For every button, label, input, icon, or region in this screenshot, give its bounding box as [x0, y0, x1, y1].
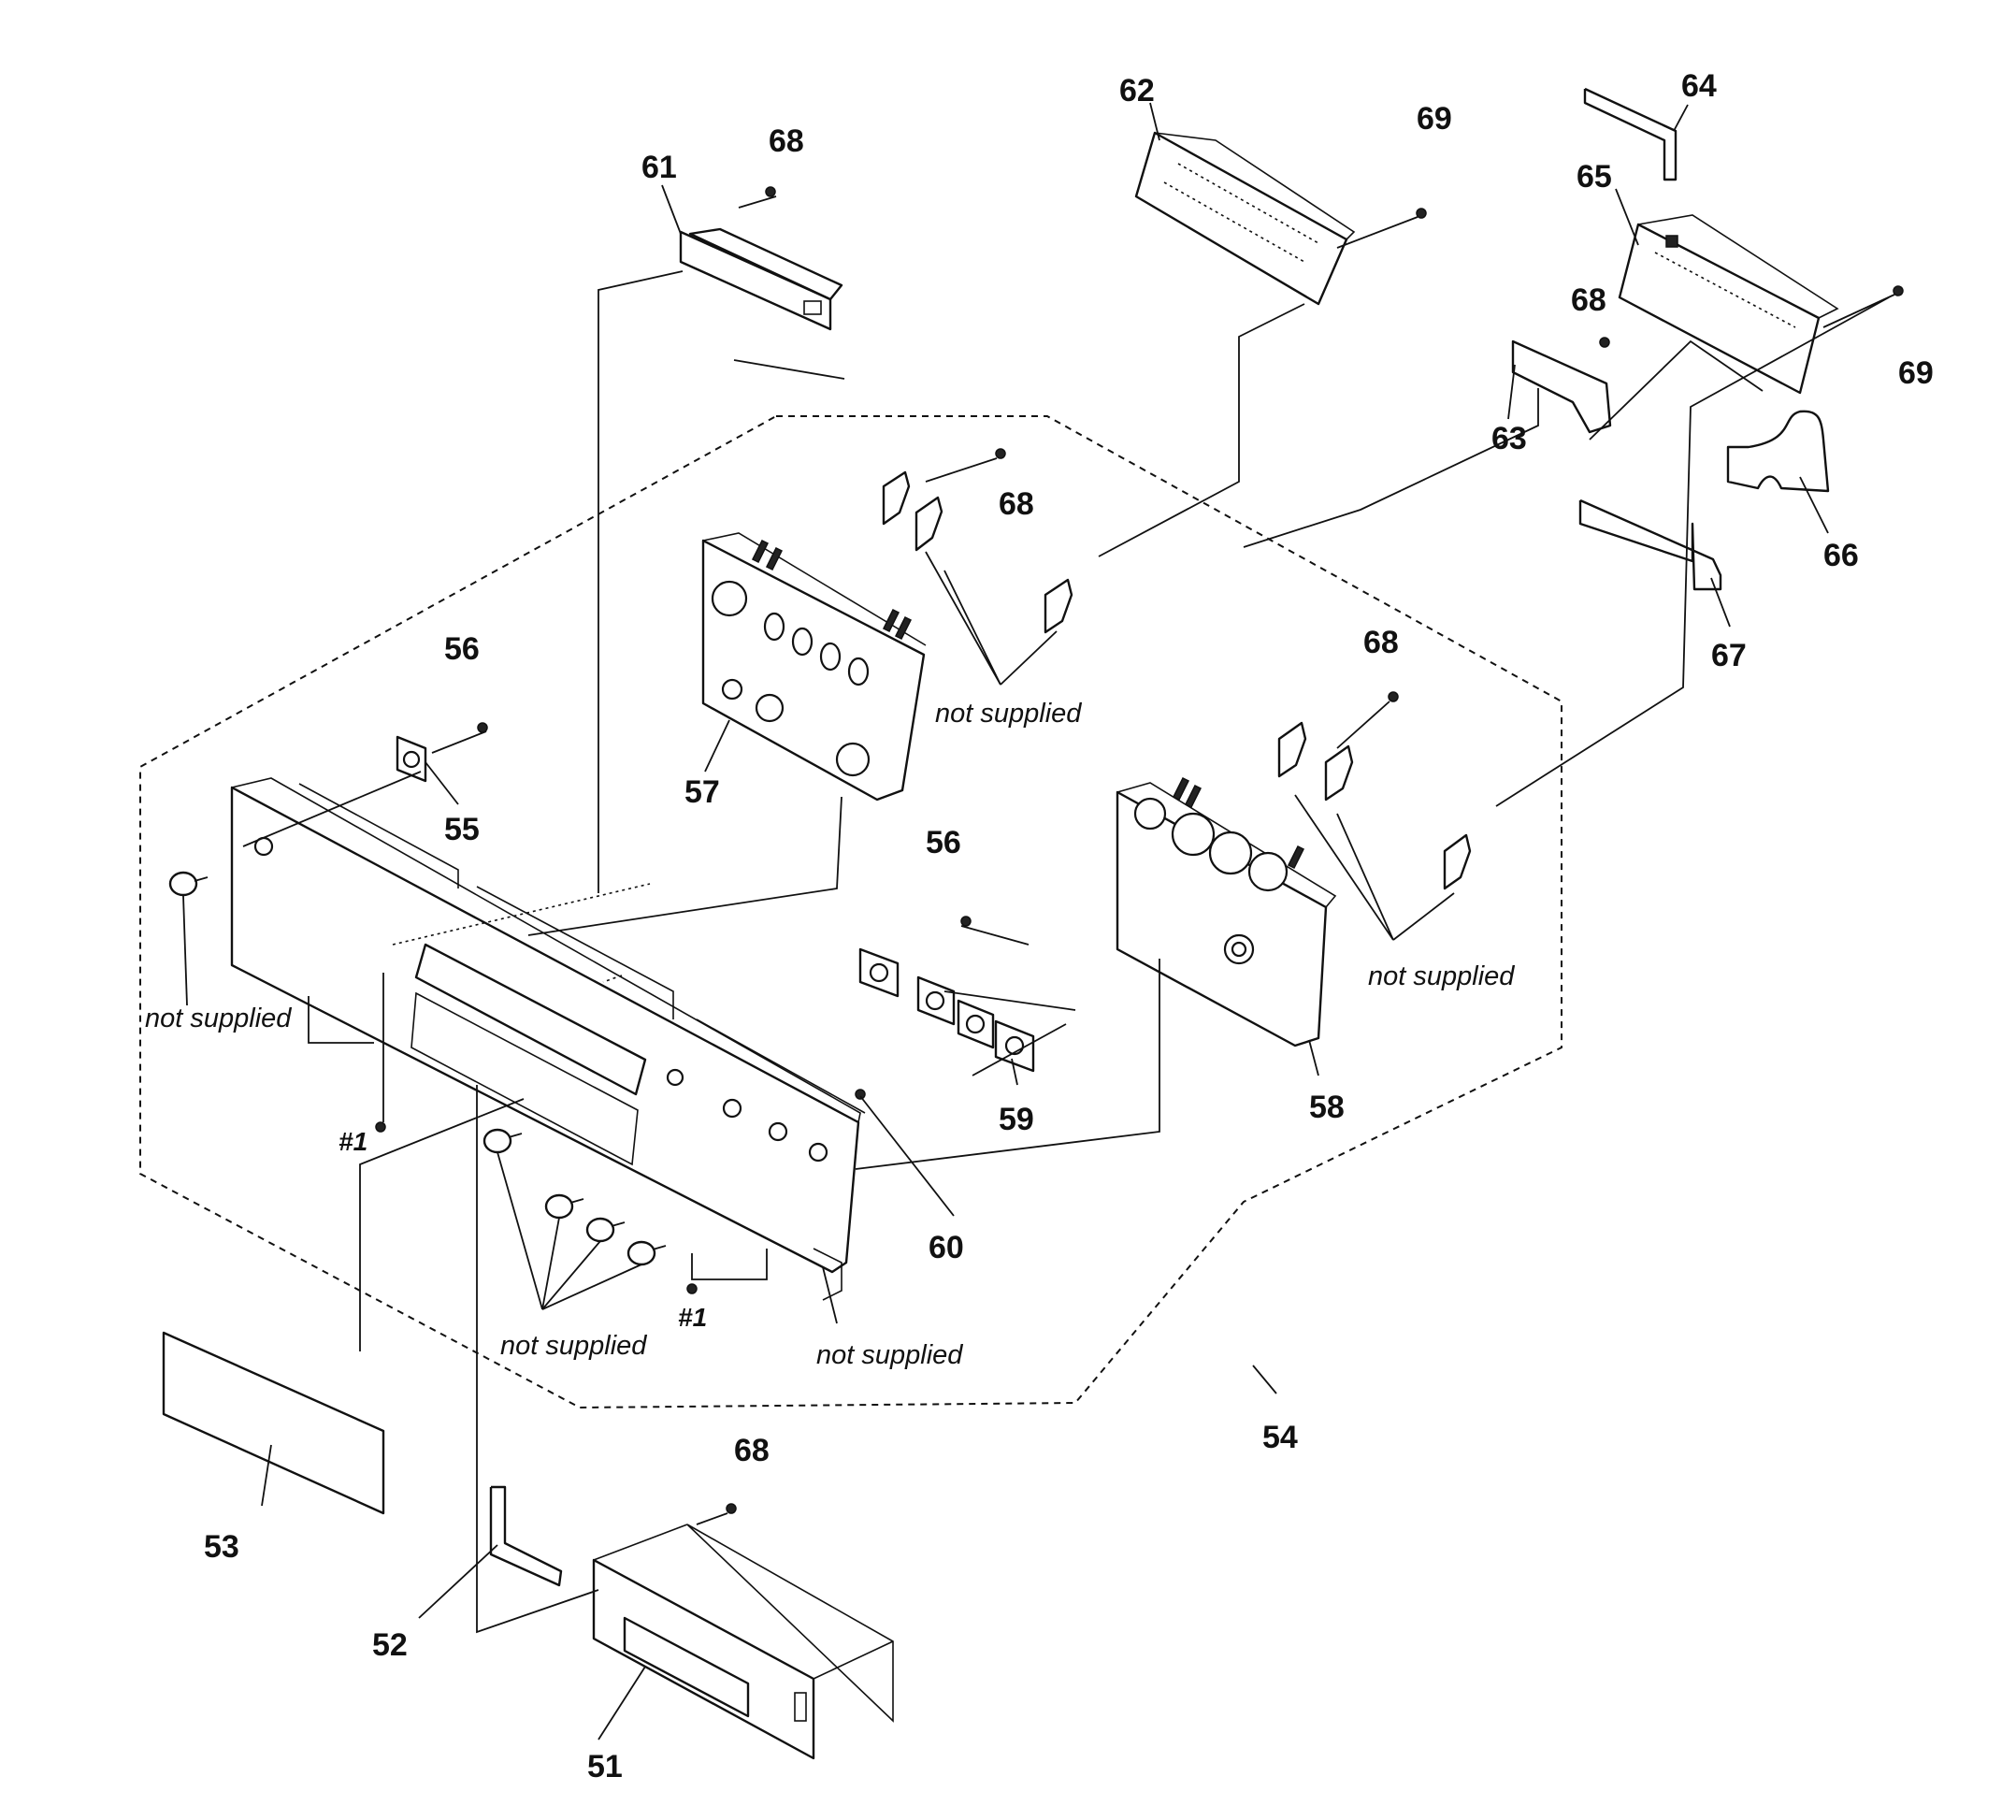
note-not-supplied: not supplied	[500, 1331, 647, 1361]
part-53-lens	[162, 1331, 385, 1515]
part-63-bracket	[1511, 339, 1612, 434]
screws	[375, 186, 1904, 1514]
label-65: 65	[1577, 159, 1612, 195]
part-59-jack-boards	[858, 947, 1035, 1073]
clips-57	[882, 470, 1073, 634]
label-53: 53	[204, 1529, 239, 1565]
label-67: 67	[1711, 638, 1747, 673]
part-64-ribbon-cable	[1583, 87, 1678, 181]
label-68: 68	[1571, 282, 1606, 318]
assembly-54-boundary	[139, 415, 1562, 1409]
label-57: 57	[684, 774, 720, 810]
part-62-circuit-board	[1134, 131, 1356, 306]
label-screw-1: #1	[678, 1303, 707, 1332]
part-66-flat-cable	[1726, 410, 1830, 493]
label-68: 68	[1363, 625, 1399, 660]
label-68: 68	[999, 486, 1034, 522]
part-61-bracket	[679, 227, 843, 331]
note-not-supplied: not supplied	[145, 1004, 292, 1033]
label-64: 64	[1681, 68, 1717, 104]
label-51: 51	[587, 1749, 623, 1784]
part-55-jack	[396, 735, 427, 783]
label-69: 69	[1898, 355, 1934, 391]
label-58: 58	[1309, 1090, 1345, 1125]
part-65-circuit-board	[1618, 214, 1839, 395]
label-56: 56	[444, 631, 480, 667]
label-54: 54	[1262, 1420, 1298, 1455]
label-pointers	[182, 102, 1829, 1741]
front-panel	[230, 777, 866, 1301]
label-61: 61	[641, 150, 677, 185]
part-51-main-board	[592, 1524, 894, 1760]
label-59: 59	[999, 1102, 1034, 1137]
part-52-cable	[489, 1485, 563, 1587]
label-63: 63	[1491, 421, 1527, 456]
label-55: 55	[444, 812, 480, 847]
part-67-flat-cable	[1578, 498, 1722, 591]
label-68: 68	[734, 1433, 770, 1468]
label-screw-1: #1	[338, 1127, 367, 1156]
label-69: 69	[1417, 101, 1452, 137]
label-66: 66	[1823, 538, 1859, 573]
leader-lines	[242, 195, 1895, 1634]
note-not-supplied: not supplied	[935, 699, 1082, 729]
clips-58	[1277, 721, 1472, 890]
part-58-switch-board	[1116, 776, 1337, 1047]
part-57-switch-board	[701, 532, 927, 802]
label-56: 56	[926, 825, 961, 860]
label-68: 68	[769, 123, 804, 159]
not-supplied-notes: not supplied not supplied not supplied n…	[145, 699, 1515, 1370]
note-not-supplied: not supplied	[1368, 961, 1515, 991]
part-labels: 61 68 62 69 64 65 68 69 63 66 67 68 68 5…	[204, 68, 1934, 1784]
label-60: 60	[929, 1230, 964, 1265]
note-not-supplied: not supplied	[816, 1340, 963, 1370]
knobs	[168, 871, 667, 1266]
label-52: 52	[372, 1627, 408, 1663]
label-62: 62	[1119, 73, 1155, 108]
